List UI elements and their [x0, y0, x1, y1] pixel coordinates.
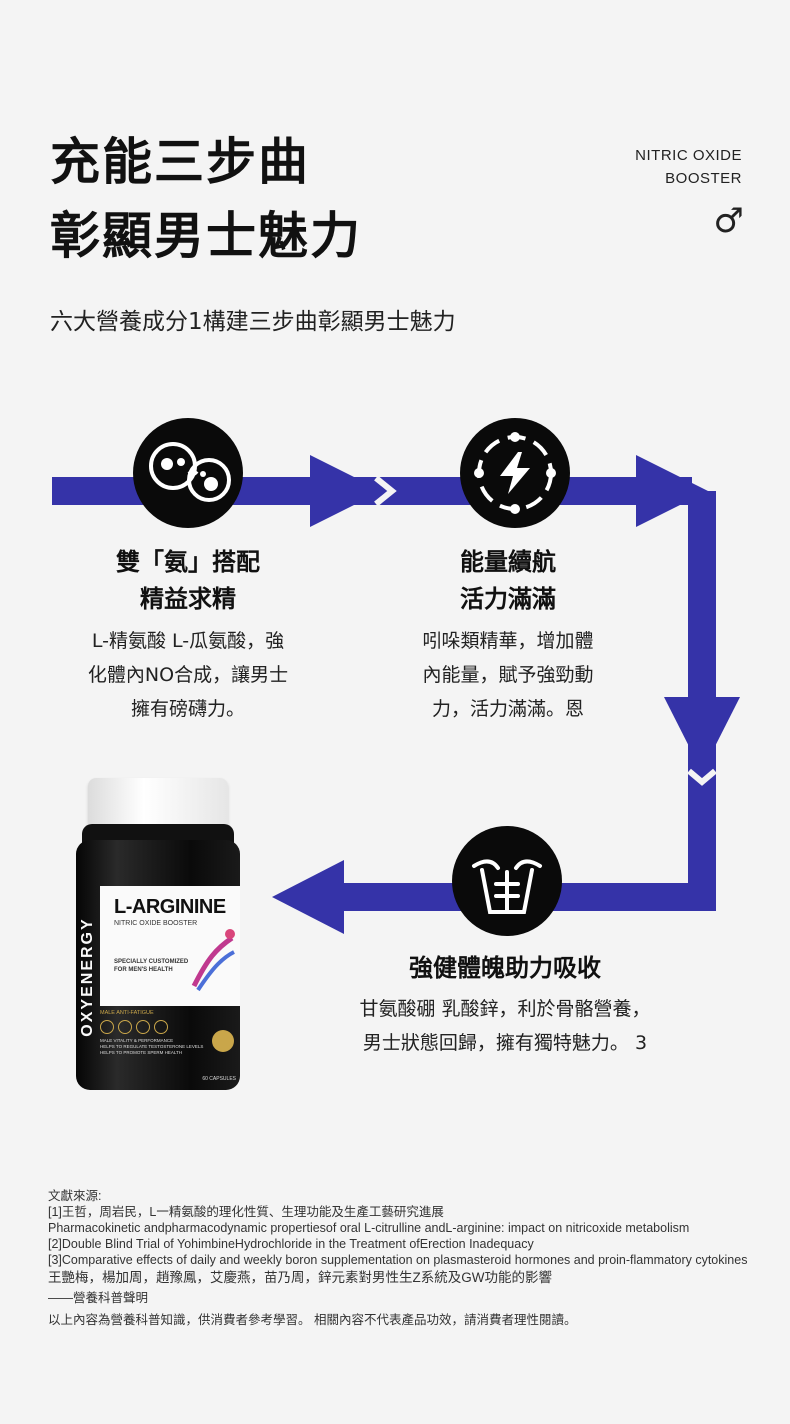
product-tagline2: FOR MEN'S HEALTH — [114, 967, 173, 973]
step2-description: 吲哚類精華，增加體 內能量，賦予強勁動 力，活力滿滿。恩 — [380, 624, 636, 726]
reference-item: Pharmacokinetic andpharmacodynamic prope… — [48, 1221, 690, 1235]
product-seal — [212, 1030, 234, 1052]
bottle-cap — [88, 778, 228, 826]
product-name: L-ARGININE — [114, 896, 226, 918]
references-section: 文獻來源: [1]王哲，周岩民，L一精氨酸的理化性質、生理功能及生產工藝研究進展… — [48, 1188, 748, 1328]
reference-item: [1]王哲，周岩民，L一精氨酸的理化性質、生理功能及生產工藝研究進展 — [48, 1205, 444, 1219]
step3-description: 甘氨酸硼 乳酸鋅，利於骨骼營養， 男士狀態回歸，擁有獨特魅力。 3 — [300, 992, 710, 1060]
product-brand: OXYENERGY — [79, 917, 96, 1037]
step1-title: 雙「氨」搭配 精益求精 — [60, 544, 316, 618]
product-tagline: SPECIALLY CUSTOMIZED FOR MEN'S HEALTH — [114, 958, 188, 974]
arrowhead-right-2 — [636, 455, 708, 527]
step3-desc-line2: 男士狀態回歸，擁有獨特魅力。 3 — [362, 1032, 648, 1054]
bottle-body: L-ARGININE NITRIC OXIDE BOOSTER SPECIALL… — [76, 840, 240, 1090]
step2-title-line1: 能量續航 — [460, 548, 556, 576]
brand-line1: NITRIC OXIDE — [635, 147, 742, 164]
torso-icon — [452, 826, 562, 936]
arrowhead-left — [272, 860, 344, 934]
step1-desc-line1: L-精氨酸 L-瓜氨酸，強 — [91, 630, 285, 652]
step2-desc-line2: 內能量，賦予強勁動 — [422, 664, 594, 686]
step2-title-line2: 活力滿滿 — [460, 585, 556, 613]
reference-item: [3]Comparative effects of daily and week… — [48, 1253, 748, 1267]
step1-title-line1: 雙「氨」搭配 — [116, 548, 260, 576]
reference-item: [2]Double Blind Trial of YohimbineHydroc… — [48, 1237, 534, 1251]
reference-item: 王艷梅，楊加周，趙豫鳳，艾慶燕，苗乃周，鋅元素對男性生Z系統及GW功能的影響 — [48, 1270, 552, 1285]
product-benefit2: HELPS TO REGULATE TESTOSTERONE LEVELS — [100, 1044, 204, 1049]
energy-bolt-icon — [460, 418, 570, 528]
product-subname: NITRIC OXIDE BOOSTER — [114, 920, 198, 927]
product-count: 60 CAPSULES — [202, 1076, 236, 1082]
runner-graphic — [191, 929, 235, 992]
step2-desc-line3: 力，活力滿滿。恩 — [431, 698, 584, 720]
step1-title-line2: 精益求精 — [140, 585, 236, 613]
disclaimer: 以上內容為營養科普知識，供消費者參考學習。 相關內容不代表產品功效，請消費者理性… — [48, 1313, 577, 1327]
step1-description: L-精氨酸 L-瓜氨酸，強 化體內NO合成，讓男士 擁有磅礴力。 — [52, 624, 324, 726]
reference-item: ——營養科普聲明 — [48, 1291, 149, 1305]
cells-icon — [133, 418, 243, 528]
step2-desc-line1: 吲哚類精華，增加體 — [422, 630, 594, 652]
step3-title: 強健體魄助力吸收 — [409, 954, 601, 982]
headline-line1: 充能三步曲 — [50, 133, 310, 191]
product-bottle-image: L-ARGININE NITRIC OXIDE BOOSTER SPECIALL… — [74, 778, 244, 1098]
headline-line2: 彰顯男士魅力 — [50, 207, 362, 265]
brand-tagline: NITRIC OXIDE BOOSTER — [635, 144, 742, 190]
step1-desc-line2: 化體內NO合成，讓男士 — [87, 664, 289, 686]
subtitle: 六大營養成分1構建三步曲彰顯男士魅力 — [50, 309, 456, 335]
arrowhead-right-1 — [310, 455, 382, 527]
arrowhead-down — [664, 697, 740, 772]
references-heading: 文獻來源: — [48, 1189, 102, 1203]
product-benefit3: HELPS TO PROMOTE SPERM HEALTH — [100, 1050, 183, 1055]
step1-desc-line3: 擁有磅礴力。 — [130, 698, 245, 720]
brand-line2: BOOSTER — [665, 170, 742, 187]
product-benefit1: MALE VITALITY & PERFORMANCE — [100, 1038, 174, 1043]
step2-title: 能量續航 活力滿滿 — [380, 544, 636, 618]
product-feature: MALE ANTI-FATIGUE — [100, 1010, 154, 1016]
step3-desc-line1: 甘氨酸硼 乳酸鋅，利於骨骼營養， — [359, 998, 651, 1020]
product-tagline1: SPECIALLY CUSTOMIZED — [114, 959, 189, 965]
male-symbol-icon: ♂ — [713, 201, 744, 241]
